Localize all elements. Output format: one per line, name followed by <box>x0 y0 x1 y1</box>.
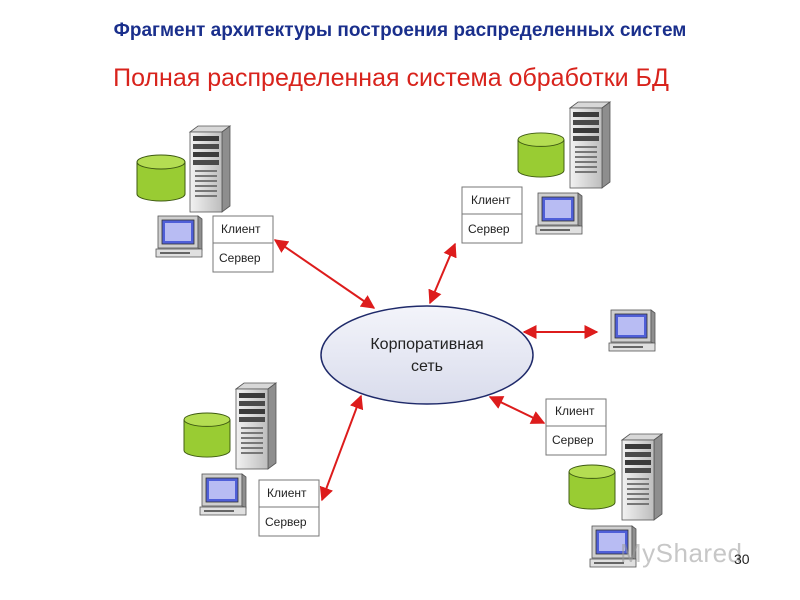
server-label: Сервер <box>468 222 510 236</box>
workstation-icon <box>199 473 247 516</box>
server-icon <box>621 433 663 521</box>
database-icon <box>183 412 231 458</box>
connection-arrows <box>273 239 599 502</box>
page-number: 30 <box>734 551 750 567</box>
database-icon <box>136 154 186 202</box>
page-title: Фрагмент архитектуры построения распреде… <box>113 20 687 41</box>
server-icon <box>569 101 611 189</box>
server-icon <box>189 125 231 213</box>
watermark: MyShared <box>620 538 743 568</box>
arrow-bottom-left <box>319 394 364 502</box>
arrow-top-right <box>428 242 457 305</box>
workstation-icon <box>155 215 203 258</box>
server-icon <box>235 382 277 470</box>
arrow-bottom-right <box>488 396 546 424</box>
database-icon <box>568 464 616 510</box>
workstation-icon <box>535 192 583 235</box>
server-label: Сервер <box>552 433 594 447</box>
client-server-box: Клиент Сервер <box>461 186 523 244</box>
server-label: Сервер <box>219 251 261 265</box>
network-label-line2: сеть <box>411 358 443 375</box>
client-label: Клиент <box>471 193 511 207</box>
corporate-network: Корпоративная сеть <box>320 305 534 405</box>
client-server-box: Клиент Сервер <box>545 398 607 456</box>
client-label: Клиент <box>267 486 307 500</box>
node-bottom-left: Клиент Сервер <box>183 382 320 537</box>
client-server-box: Клиент Сервер <box>258 479 320 537</box>
network-label-line1: Корпоративная <box>370 336 483 353</box>
client-server-box: Клиент Сервер <box>212 215 274 273</box>
workstation-icon <box>608 309 656 352</box>
database-icon <box>517 132 565 178</box>
node-bottom-right: Клиент Сервер <box>545 398 663 568</box>
page-subtitle: Полная распределенная система обработки … <box>113 64 669 92</box>
node-top-left: Клиент Сервер <box>136 125 274 273</box>
node-top-right: Клиент Сервер <box>461 101 611 244</box>
arrow-top-left <box>273 239 376 309</box>
client-label: Клиент <box>221 222 261 236</box>
server-label: Сервер <box>265 515 307 529</box>
client-label: Клиент <box>555 404 595 418</box>
